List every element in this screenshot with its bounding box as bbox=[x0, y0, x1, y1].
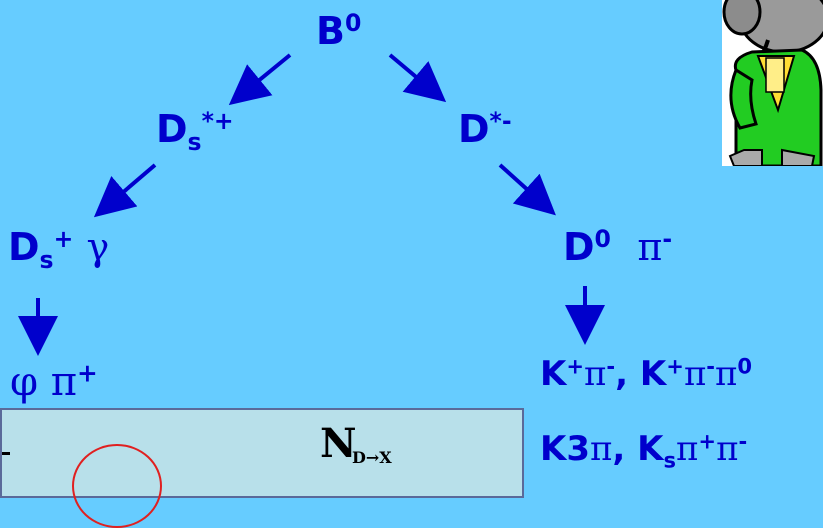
particle-ds-star: Ds*+ bbox=[156, 107, 234, 157]
decay-arrows bbox=[18, 53, 605, 356]
formula-box: N D→X bbox=[0, 408, 524, 528]
d0-modes-line1: K+π-, K+π-π0 bbox=[540, 353, 753, 394]
arrow-b0-to-dstar bbox=[388, 53, 447, 103]
d0-modes-line2: K3π, Ksπ+π- bbox=[540, 428, 748, 473]
arrow-dsstar-to-ds bbox=[93, 163, 157, 218]
formula-n: N bbox=[320, 420, 357, 467]
final-phi-pi: φ π+ bbox=[10, 358, 98, 405]
arrow-b0-to-dsstar bbox=[228, 53, 292, 106]
arrow-dstar-to-d0 bbox=[498, 163, 556, 216]
particle-d-star: D*- bbox=[458, 107, 512, 151]
cartoon-elephant-mascot-icon bbox=[722, 0, 823, 166]
particle-d0-pi: D0 π- bbox=[563, 225, 673, 269]
highlight-circle bbox=[72, 444, 162, 528]
particle-ds-gamma: Ds+ γ bbox=[8, 225, 110, 275]
formula-n-subscript: D→X bbox=[352, 448, 392, 467]
particle-b0: B0 bbox=[316, 9, 362, 53]
formula-edge-mark bbox=[2, 452, 10, 455]
